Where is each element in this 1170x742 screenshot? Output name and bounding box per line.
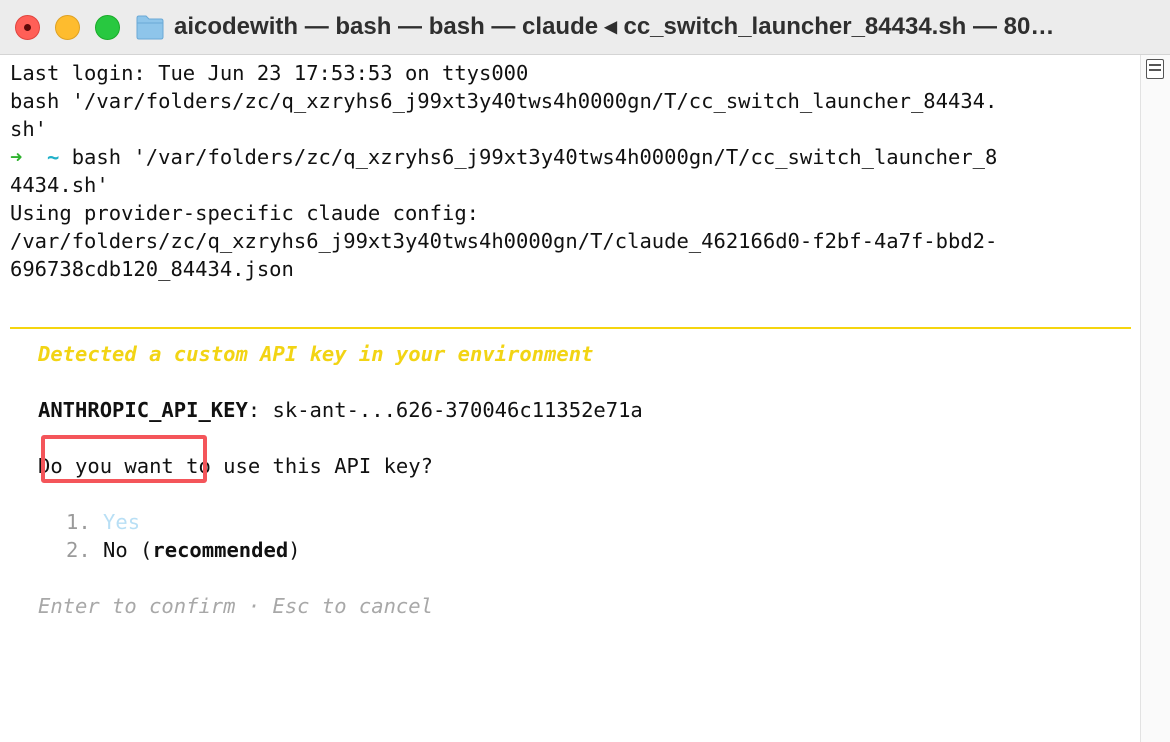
api-key-value: sk-ant-...626-370046c11352e71a	[272, 398, 643, 422]
window-title: aicodewith — bash — bash — claude ◂ cc_s…	[174, 13, 1055, 40]
command-line: bash '/var/folders/zc/q_xzryhs6_j99xt3y4…	[10, 89, 998, 113]
option-open-paren: (	[127, 538, 153, 562]
option-no[interactable]: 2. No (recommended)	[66, 536, 301, 564]
selection-highlight-box	[41, 435, 207, 483]
config-path-line: /var/folders/zc/q_xzryhs6_j99xt3y40tws4h…	[10, 229, 998, 253]
command-line-wrap: sh'	[10, 117, 48, 141]
scroll-menu-icon[interactable]	[1146, 59, 1164, 79]
option-yes[interactable]: 1. Yes	[66, 508, 140, 536]
prompt-command: bash '/var/folders/zc/q_xzryhs6_j99xt3y4…	[59, 145, 998, 169]
option-label: Yes	[103, 510, 141, 534]
option-note: recommended	[152, 538, 289, 562]
option-number: 1.	[66, 510, 91, 534]
folder-icon	[136, 15, 164, 40]
last-login-line: Last login: Tue Jun 23 17:53:53 on ttys0…	[10, 61, 529, 85]
option-close-paren: )	[288, 538, 301, 562]
terminal-content[interactable]: Last login: Tue Jun 23 17:53:53 on ttys0…	[0, 55, 1140, 742]
prompt-arrow-icon: ➜	[10, 145, 23, 169]
scrollbar[interactable]	[1140, 55, 1170, 742]
api-key-name: ANTHROPIC_API_KEY	[38, 398, 248, 422]
zoom-button[interactable]	[95, 15, 120, 40]
prompt-directory: ~	[47, 145, 60, 169]
option-label: No	[103, 538, 128, 562]
title-bar[interactable]: aicodewith — bash — bash — claude ◂ cc_s…	[0, 0, 1170, 55]
api-key-separator: :	[247, 398, 273, 422]
dialog-title: Detected a custom API key in your enviro…	[38, 342, 594, 366]
config-line: Using provider-specific claude config:	[10, 201, 479, 225]
prompt-command-wrap: 4434.sh'	[10, 173, 109, 197]
close-button[interactable]	[15, 15, 40, 40]
minimize-button[interactable]	[55, 15, 80, 40]
config-path-wrap: 696738cdb120_84434.json	[10, 257, 294, 281]
dialog-top-border	[10, 327, 1131, 329]
api-key-line: ANTHROPIC_API_KEY: sk-ant-...626-370046c…	[38, 396, 643, 424]
prompt-line: ➜ ~ bash '/var/folders/zc/q_xzryhs6_j99x…	[10, 143, 997, 171]
option-number: 2.	[66, 538, 91, 562]
dialog-hint: Enter to confirm · Esc to cancel	[38, 594, 433, 618]
